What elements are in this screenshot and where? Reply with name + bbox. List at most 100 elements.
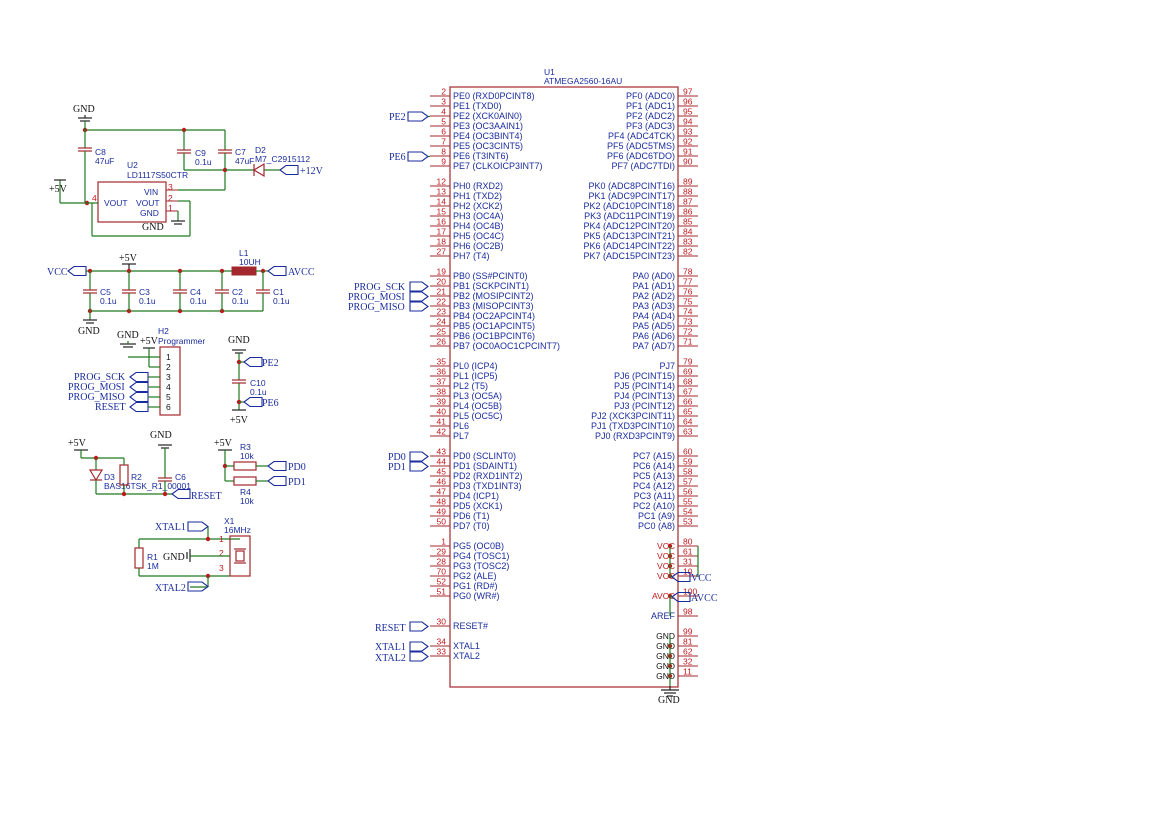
u2-value: LD1117S50CTR [127, 170, 188, 180]
u1-pin-number: 64 [683, 417, 693, 427]
u1-pin-name: PB6 (OC1BPCINT6) [453, 331, 535, 341]
u1-pin-number: 21 [437, 287, 447, 297]
l1-ref: L1 [239, 248, 249, 258]
u1-pin-name: PD5 (XCK1) [453, 501, 503, 511]
u1-pin-name: PC4 (A12) [633, 481, 675, 491]
u1-pin-name: PC7 (A15) [633, 451, 675, 461]
x1-ref: X1 [224, 516, 235, 526]
u1-pin-number: 55 [683, 497, 693, 507]
u1-pin-name: PF6 (ADC6TDO) [607, 151, 675, 161]
u1-pin-name: PK4 (ADC12PCINT20) [583, 221, 675, 231]
h2-pin-number: 2 [166, 362, 171, 372]
u1-pin-number: 73 [683, 317, 693, 327]
u1-pin-name: PG5 (OC0B) [453, 541, 504, 551]
u1-pin-name: PK1 (ADC9PCINT17) [588, 191, 675, 201]
plus5v-pullups: +5V [214, 438, 233, 449]
u1-pin-name: PB3 (MISOPCINT3) [453, 301, 534, 311]
u1-pin-number: 100 [683, 587, 697, 597]
gnd-label-reg-bottom: GND [142, 222, 164, 233]
u2-pin-vout: VOUT [104, 198, 128, 208]
u1-pin-name: PL1 (ICP5) [453, 371, 498, 381]
gnd-label-u1: GND [658, 695, 680, 706]
u1-pin-name: PD7 (T0) [453, 521, 490, 531]
inductor-l1 [231, 266, 257, 276]
u1-pin-name: PG3 (TOSC2) [453, 561, 509, 571]
h2-net-prog-miso: PROG_MISO [68, 392, 125, 403]
u1-pin-name: GND [656, 651, 675, 661]
u1-pin-number: 18 [437, 237, 447, 247]
decoupling-cap-value: 0.1u [100, 296, 117, 306]
reset-block: +5V D3 BAS16TSK_R1_00001 R2 GND C6 RESET [68, 430, 222, 502]
h2-pin-number: 4 [166, 382, 171, 392]
u1-pin-number: 56 [683, 487, 693, 497]
u1-pin-number: 40 [437, 407, 447, 417]
u1-pin-number: 53 [683, 517, 693, 527]
resistor-r3 [233, 461, 257, 471]
u2-pin-vout2: VOUT [136, 198, 160, 208]
u1-pin-number: 12 [437, 177, 447, 187]
u1-pin-number: 44 [437, 457, 447, 467]
u1-pin-name: VCC [657, 561, 675, 571]
u1-pin-name: PE4 (OC3BINT4) [453, 131, 523, 141]
plus5v-programmer: +5V [140, 336, 159, 347]
plus12v-label: +12V [300, 166, 324, 177]
r1-value: 1M [147, 561, 159, 571]
u1-pin-number: 14 [437, 197, 447, 207]
u1-pin-name: PE7 (CLKOICP3INT7) [453, 161, 543, 171]
u1-pin-number: 33 [437, 647, 447, 657]
u1-pin-number: 27 [437, 247, 447, 257]
u1-pin-number: 54 [683, 507, 693, 517]
u1-pin-name: PE6 (T3INT6) [453, 151, 509, 161]
u1-pin-number: 59 [683, 457, 693, 467]
u1-pin-name: PH6 (OC2B) [453, 241, 504, 251]
reset-label-reset: RESET [191, 491, 222, 502]
resistor-r1 [134, 547, 144, 569]
u1-pin-name: PB5 (OC1APCINT5) [453, 321, 535, 331]
u1-pin-number: 24 [437, 317, 447, 327]
u1-pin-name: AVCC [652, 591, 675, 601]
c7-ref: C7 [235, 147, 246, 157]
u1-pin-name: PL2 (T5) [453, 381, 488, 391]
resistor-r4 [233, 476, 257, 486]
u1-pin-number: 68 [683, 377, 693, 387]
u1-pin-name: PJ1 (TXD3PCINT10) [591, 421, 675, 431]
decoupling-cap-ref: C3 [139, 287, 150, 297]
r4-value: 10k [240, 496, 254, 506]
r1-ref: R1 [147, 552, 158, 562]
u1-pin-number: 15 [437, 207, 447, 217]
net-label-reset: RESET [375, 623, 406, 634]
u1-pin-number: 81 [683, 637, 693, 647]
u1-pin-number: 25 [437, 327, 447, 337]
x1-pin-1: 1 [219, 534, 224, 544]
u1-pin-name: PL6 [453, 421, 469, 431]
u1-pin-name: GND [656, 631, 675, 641]
u1-pin-name: PA4 (AD4) [633, 311, 675, 321]
u1-pin-number: 26 [437, 337, 447, 347]
h2-net-prog-sck: PROG_SCK [74, 372, 126, 383]
u1-pin-number: 91 [683, 147, 693, 157]
u2-pin-vin: VIN [144, 187, 158, 197]
u1-pin-number: 85 [683, 217, 693, 227]
c6-ref: C6 [175, 472, 186, 482]
u1-pin-name: PD6 (T1) [453, 511, 490, 521]
u1-pin-name: PF3 (ADC3) [626, 121, 675, 131]
c8-ref: C8 [95, 147, 106, 157]
h2-pin-number: 3 [166, 372, 171, 382]
u1-pin-number: 86 [683, 207, 693, 217]
u1-pin-name: PB2 (MOSIPCINT2) [453, 291, 534, 301]
decoupling-cap-value: 0.1u [190, 296, 207, 306]
u1-pin-number: 48 [437, 497, 447, 507]
c8-value: 47uF [95, 156, 114, 166]
u1-pin-name: PJ6 (PCINT15) [614, 371, 675, 381]
vcc-label-decoupling: VCC [47, 267, 68, 278]
u1-pin-name: PC3 (A11) [634, 491, 675, 501]
global-label-pe6-shape [407, 151, 429, 162]
u1-pin-number: 84 [683, 227, 693, 237]
u1-pin-name: PA2 (AD2) [633, 291, 675, 301]
d2-value: M7_C2915112 [255, 154, 310, 164]
u1-pin-name: PJ3 (PCINT12) [614, 401, 675, 411]
u1-pin-number: 96 [683, 97, 693, 107]
decoupling-cap-value: 0.1u [232, 296, 249, 306]
